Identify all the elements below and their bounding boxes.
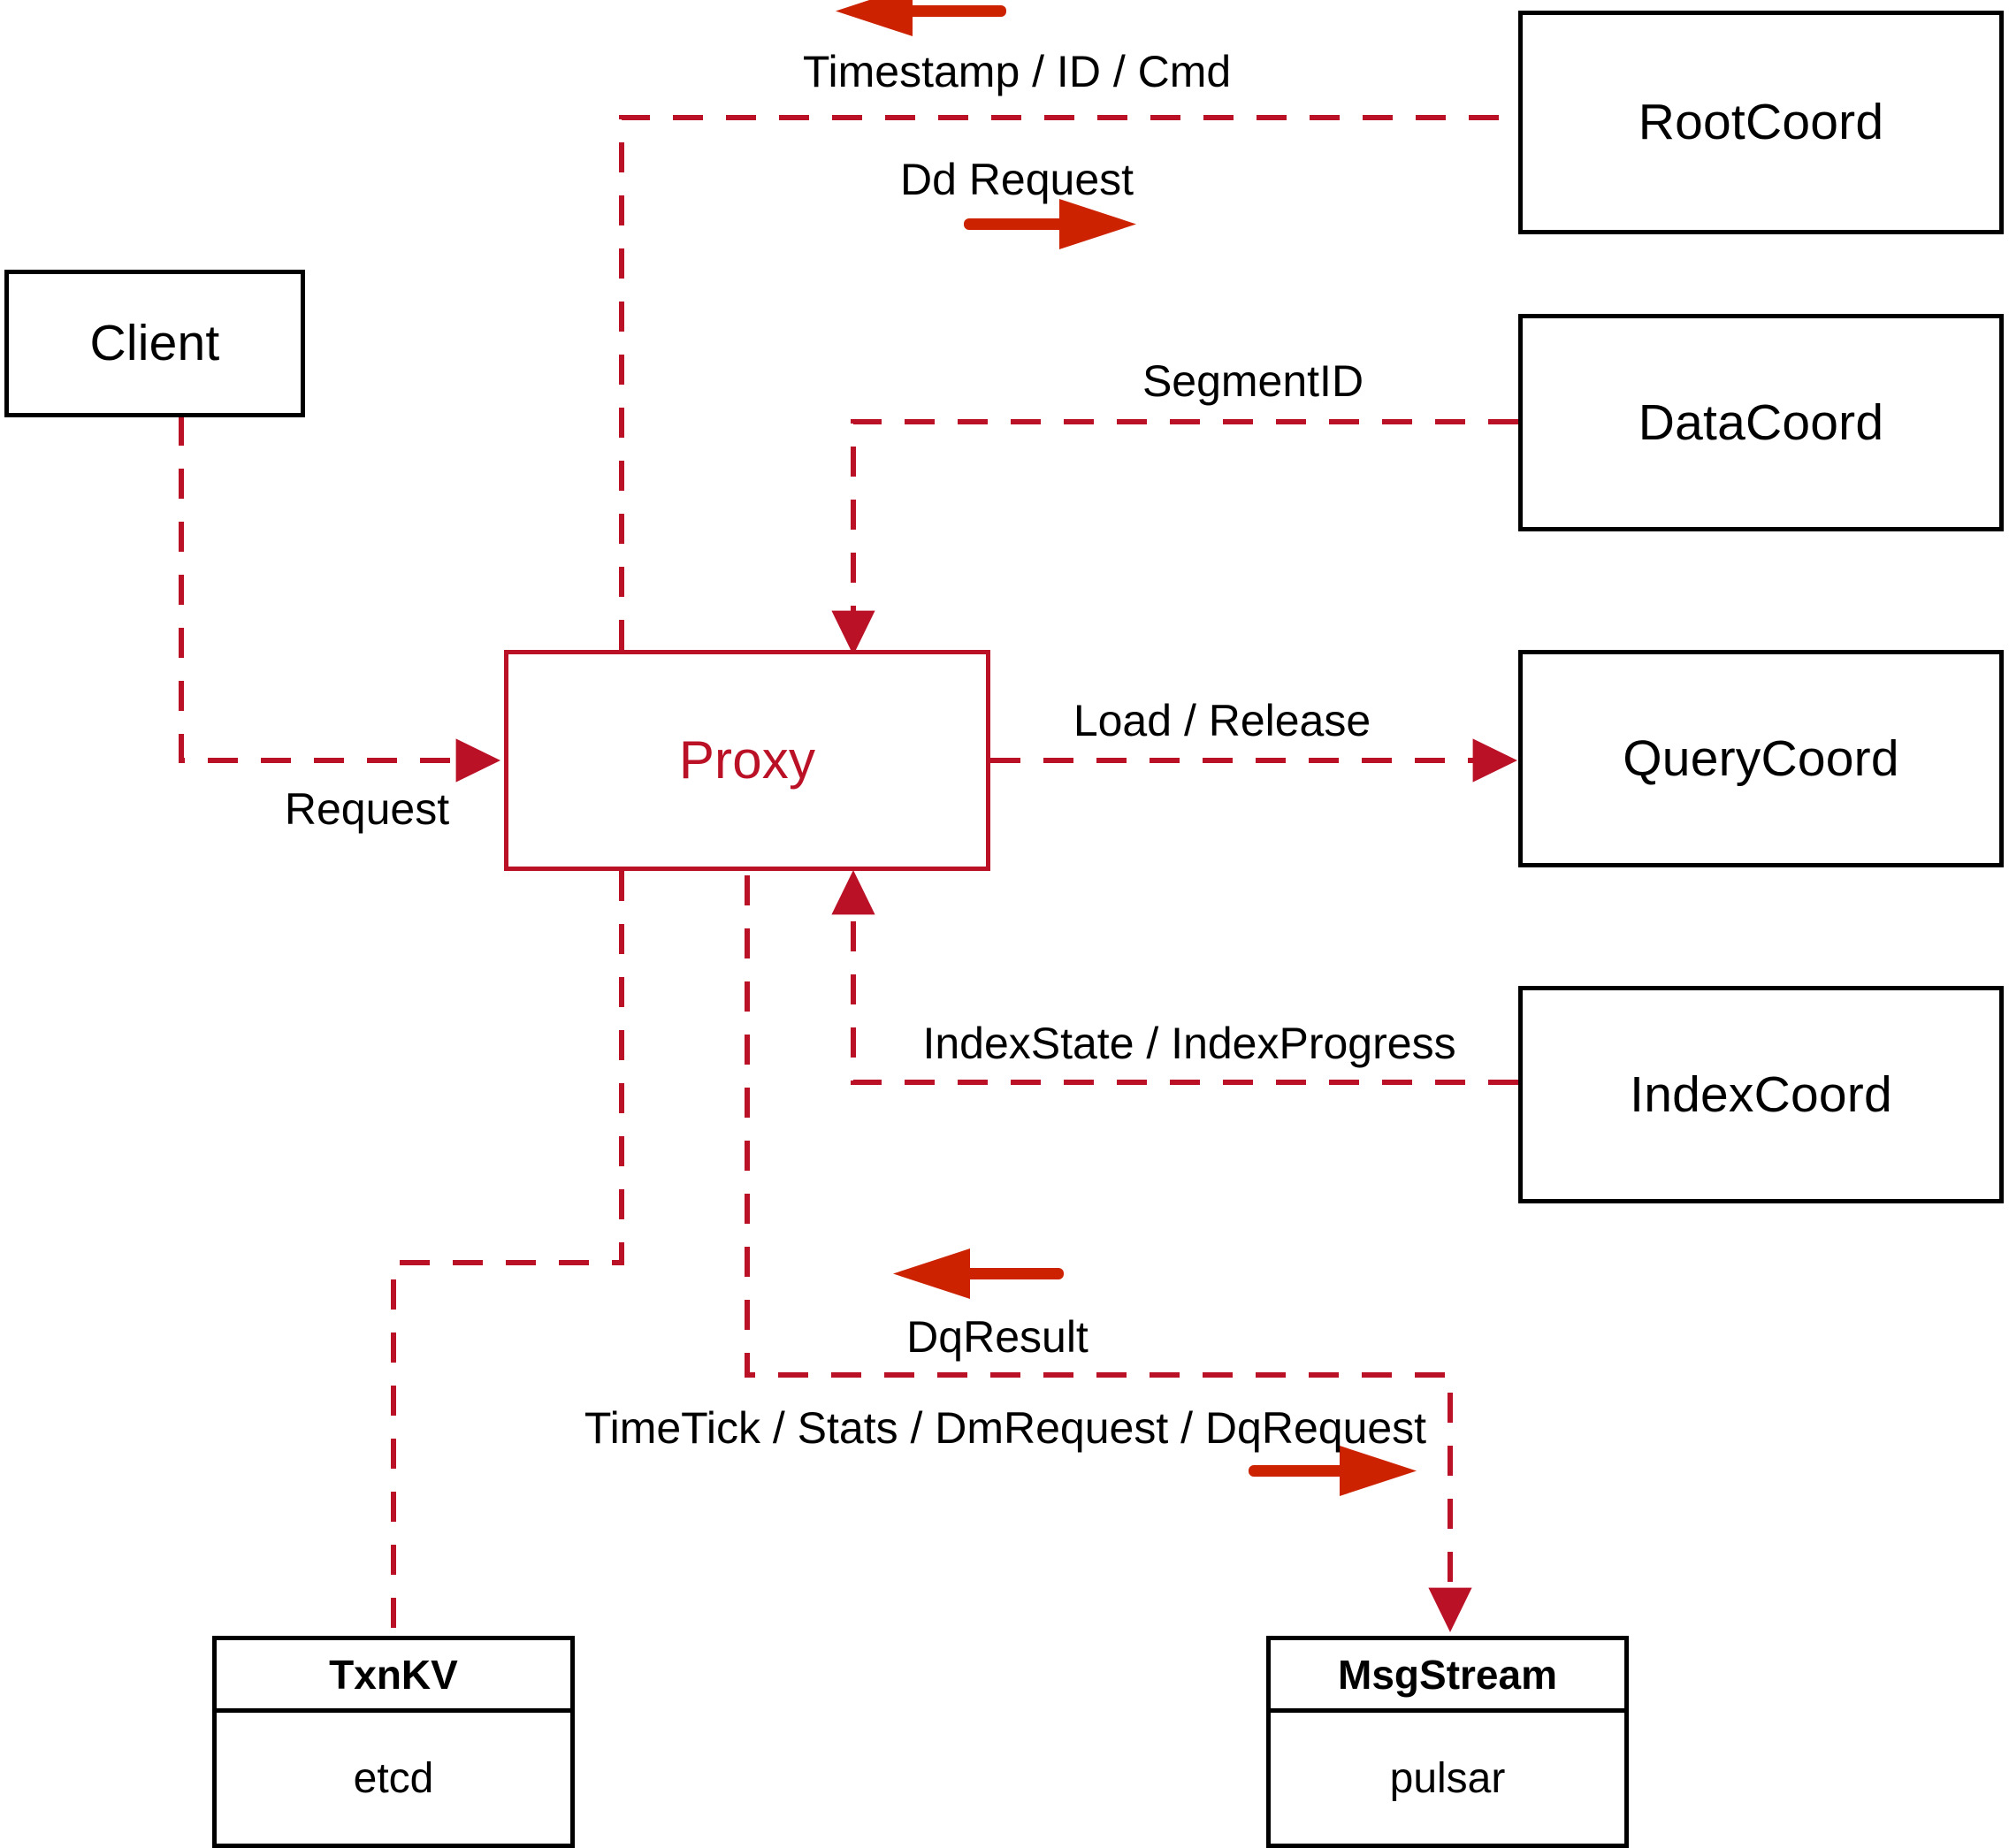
node-txnkv[interactable]: TxnKV etcd (212, 1636, 575, 1848)
node-proxy-label: Proxy (678, 730, 816, 790)
edge-label-request: Request (284, 784, 450, 834)
edge-label-dd-request: Dd Request (899, 155, 1134, 204)
node-root-coord[interactable]: RootCoord (1518, 11, 2004, 234)
edge-label-load-release: Load / Release (1073, 696, 1371, 745)
node-client-label: Client (89, 315, 220, 372)
edge-datacoord-to-proxy (831, 419, 1518, 655)
edge-label-segment-id: SegmentID (1142, 356, 1364, 406)
node-data-coord[interactable]: DataCoord (1518, 314, 2004, 531)
timestamp-direction-arrow (836, 0, 1006, 36)
dq-result-direction-arrow (893, 1249, 1064, 1299)
node-proxy[interactable]: Proxy (504, 650, 990, 871)
node-query-coord[interactable]: QueryCoord (1518, 650, 2004, 867)
node-txnkv-body: etcd (353, 1754, 434, 1802)
edge-client-to-proxy (179, 416, 500, 783)
edge-msgstream-to-proxy (745, 875, 1472, 1632)
edge-label-dq-result: DqResult (906, 1312, 1089, 1362)
node-client[interactable]: Client (4, 270, 305, 417)
node-root-coord-label: RootCoord (1638, 94, 1884, 151)
edge-label-timestamp-id-cmd: Timestamp / ID / Cmd (802, 47, 1232, 96)
node-msgstream-body: pulsar (1389, 1754, 1506, 1802)
timetick-direction-arrow (1249, 1446, 1417, 1496)
node-msgstream[interactable]: MsgStream pulsar (1266, 1636, 1629, 1848)
node-index-coord[interactable]: IndexCoord (1518, 986, 2004, 1203)
edge-label-index-state-progress: IndexState / IndexProgress (922, 1019, 1456, 1068)
dd-request-direction-arrow (964, 199, 1136, 249)
edge-label-timetick-stats: TimeTick / Stats / DmRequest / DqRequest (584, 1403, 1427, 1453)
edge-proxy-to-txnkv (391, 871, 624, 1636)
node-index-coord-label: IndexCoord (1630, 1065, 1892, 1123)
node-query-coord-label: QueryCoord (1623, 729, 1899, 787)
node-msgstream-title: MsgStream (1271, 1640, 1624, 1713)
node-txnkv-title: TxnKV (217, 1640, 570, 1713)
node-data-coord-label: DataCoord (1638, 393, 1884, 451)
